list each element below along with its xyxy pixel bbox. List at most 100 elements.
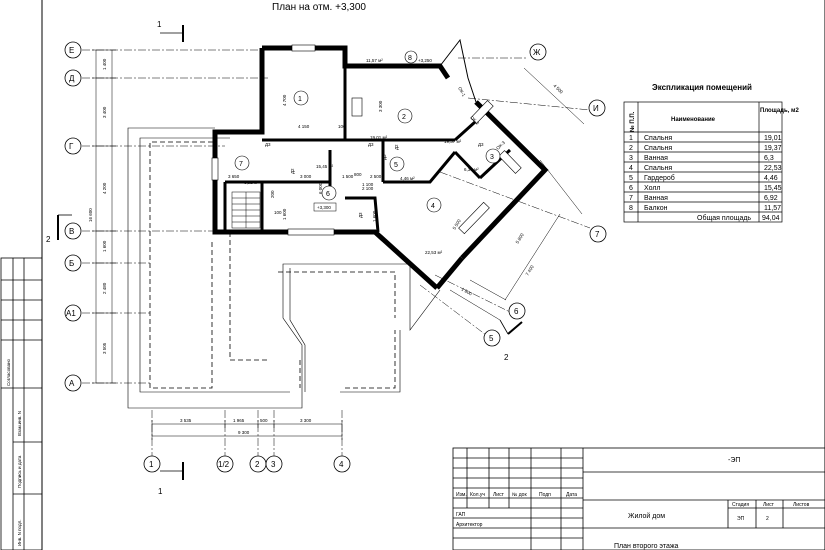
dim-h-1965: 1 965 bbox=[233, 418, 245, 423]
room-label-2: 2 bbox=[402, 114, 406, 121]
dim-v-3505: 3 505 bbox=[102, 342, 107, 354]
dim-v-3400: 3 400 bbox=[102, 106, 107, 118]
explication-header-area: Площадь, м2 bbox=[760, 108, 799, 114]
explication-row-name: Спальня bbox=[644, 165, 672, 172]
explication-row-num: 2 bbox=[629, 145, 633, 152]
level-mark-balcony: +3,250 bbox=[418, 58, 432, 63]
dim-h-3300: 3 300 bbox=[300, 418, 312, 423]
explication-row-area: 15,45 bbox=[764, 185, 782, 192]
explication-total-label: Общая площадь bbox=[697, 214, 751, 222]
title-block-sheets-label: Листов bbox=[793, 502, 810, 508]
axis-label-d: Д bbox=[69, 74, 75, 83]
side-stamp bbox=[0, 257, 43, 550]
title-block-sheet: 2 bbox=[766, 516, 769, 522]
room-label-4: 4 bbox=[431, 203, 435, 210]
area-tag-bath-3: 6,30 м² bbox=[464, 167, 479, 172]
explication-rows: 1 Спальня 19,01 2 Спальня 19,37 3 Ванная… bbox=[629, 135, 782, 212]
section-label-2-left: 2 bbox=[46, 235, 51, 244]
lower-floor-outline bbox=[127, 127, 441, 409]
room-label-3: 3 bbox=[490, 154, 494, 161]
explication-row-name: Балкон bbox=[644, 205, 668, 212]
explication-row-num: 7 bbox=[629, 195, 633, 202]
explication-row-num: 8 bbox=[629, 205, 633, 212]
title-block-sheet-label: Лист bbox=[763, 502, 775, 508]
explication-row-name: Спальня bbox=[644, 135, 672, 142]
explication-row-num: 5 bbox=[629, 175, 633, 182]
title-block-stage: ЭП bbox=[737, 516, 745, 522]
axis-label-e: Е bbox=[69, 46, 74, 55]
explication-row-name: Спальня bbox=[644, 145, 672, 152]
axis-label-2: 2 bbox=[255, 460, 260, 469]
title-block-col-date: Дата bbox=[566, 492, 577, 498]
axis-label-5: 5 bbox=[489, 334, 494, 343]
area-tag-bedroom-4: 22,53 м² bbox=[425, 250, 443, 255]
title-block-sheet-name: План второго этажа bbox=[614, 543, 679, 550]
title-block-col-izm: Изм. bbox=[456, 492, 467, 498]
svg-text:1 500: 1 500 bbox=[342, 174, 354, 179]
dim-h-500: 500 bbox=[260, 418, 268, 423]
axis-label-a: А bbox=[69, 379, 75, 388]
area-tag-bedroom-1: 19,01 м² bbox=[370, 135, 388, 140]
svg-text:800: 800 bbox=[354, 172, 362, 177]
axis-label-3: 3 bbox=[271, 460, 276, 469]
grid-axes bbox=[82, 49, 591, 458]
svg-text:1 600: 1 600 bbox=[282, 208, 287, 220]
explication-row-area: 19,01 bbox=[764, 135, 782, 142]
svg-text:5 500: 5 500 bbox=[452, 218, 462, 231]
section-mark-2-right bbox=[499, 319, 523, 335]
axis-label-6: 6 bbox=[514, 307, 519, 316]
explication-header-num: № П.П. bbox=[629, 111, 636, 132]
dim-v-1600: 1 600 bbox=[102, 240, 107, 252]
explication-row-area: 19,37 bbox=[764, 145, 782, 152]
svg-text:2 100: 2 100 bbox=[362, 186, 374, 191]
axis-label-i: И bbox=[593, 104, 599, 113]
explication-row-area: 11,57 bbox=[764, 205, 781, 212]
room-label-7: 7 bbox=[239, 161, 243, 168]
explication-row-area: 22,53 bbox=[764, 165, 782, 172]
title-block-role-gap: ГАП bbox=[456, 512, 466, 518]
section-label-2-right: 2 bbox=[504, 353, 509, 362]
room-number-circles bbox=[234, 50, 501, 213]
axis-label-1-2: 1/2 bbox=[218, 460, 230, 469]
title-block-col-sign: Подп bbox=[539, 492, 551, 498]
side-stamp-agreed: Согласовано bbox=[6, 358, 11, 386]
side-stamp-inventory: Инв. N подл. bbox=[17, 520, 22, 546]
section-mark-2-left bbox=[57, 214, 72, 240]
explication-row-name: Ванная bbox=[644, 155, 668, 162]
dim-r-5800: 5 800 bbox=[515, 232, 525, 245]
axis-label-g: Г bbox=[69, 142, 74, 151]
area-tag-bedroom-2: 19,37 м² bbox=[444, 139, 462, 144]
window-tag-1: ОК-1 bbox=[457, 86, 467, 98]
stair bbox=[231, 191, 261, 229]
svg-text:1 600: 1 600 bbox=[372, 210, 377, 222]
walls bbox=[212, 38, 549, 290]
dim-v-2480: 2 480 bbox=[102, 282, 107, 294]
windows bbox=[211, 44, 522, 236]
dim-r-4500: 4 500 bbox=[552, 83, 564, 95]
section-label-1-bottom: 1 bbox=[158, 487, 163, 496]
dim-h-total: 9 300 bbox=[238, 430, 250, 435]
explication-row-num: 1 bbox=[629, 135, 633, 142]
title-block bbox=[452, 447, 825, 550]
axis-bubbles-right bbox=[483, 43, 607, 347]
section-mark-1-top bbox=[160, 25, 184, 42]
axis-bubbles-bottom bbox=[143, 455, 351, 473]
level-mark-hall: +3,300 bbox=[317, 205, 331, 210]
room-label-6: 6 bbox=[326, 191, 330, 198]
explication-title: Экспликация помещений bbox=[652, 83, 752, 92]
axis-label-4: 4 bbox=[339, 460, 344, 469]
door-tag-1: Д3 bbox=[265, 142, 271, 147]
svg-text:3 650: 3 650 bbox=[228, 174, 240, 179]
explication-row-num: 4 bbox=[629, 165, 633, 172]
door-tag-3: Д3 bbox=[382, 154, 387, 160]
room-label-8: 8 bbox=[408, 55, 412, 62]
svg-text:2 500: 2 500 bbox=[370, 174, 382, 179]
title-block-col-doc: № док bbox=[512, 492, 527, 498]
explication-row-num: 6 bbox=[629, 185, 633, 192]
side-stamp-replace: Взам.инв. N bbox=[17, 411, 22, 436]
svg-text:3 000: 3 000 bbox=[300, 174, 312, 179]
svg-text:4 700: 4 700 bbox=[282, 94, 287, 106]
area-tag-balcony: 11,57 м² bbox=[366, 58, 383, 63]
section-label-1-top: 1 bbox=[157, 20, 162, 29]
